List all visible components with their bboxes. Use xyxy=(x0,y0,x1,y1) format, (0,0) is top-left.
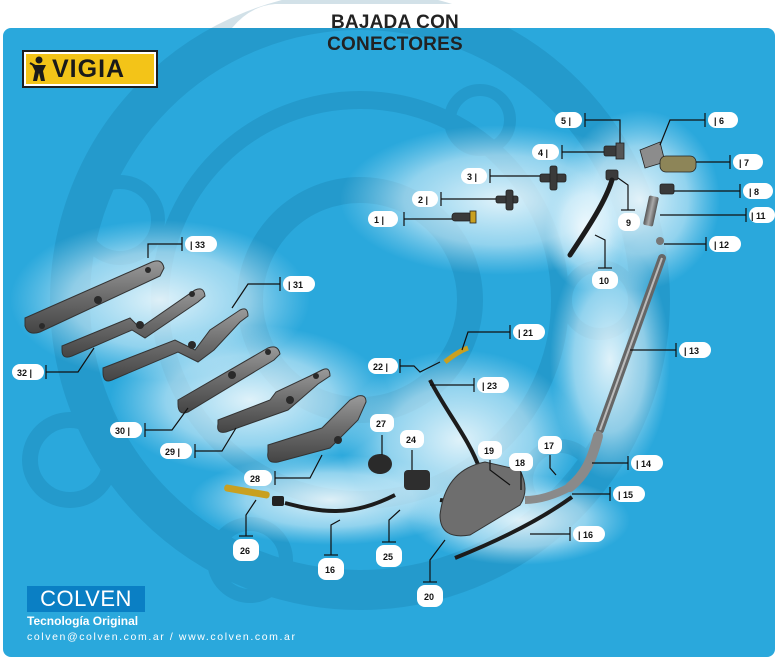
valve-part-27 xyxy=(368,454,392,474)
callout-12: | 12 xyxy=(714,240,729,250)
vigia-figure-icon xyxy=(26,54,52,84)
callout-10: 10 xyxy=(599,276,609,286)
callout-32: 32 | xyxy=(17,368,32,378)
colven-tagline: Tecnología Original xyxy=(27,614,139,628)
callout-16-right: | 16 xyxy=(578,530,593,540)
colven-logo: COLVEN xyxy=(27,586,145,612)
callout-22: 22 | xyxy=(373,362,388,372)
valve-part-24 xyxy=(404,470,430,490)
rod-part-11 xyxy=(643,195,659,227)
bracket-bolts xyxy=(39,267,342,444)
callout-14: | 14 xyxy=(636,459,651,469)
hose-part-10 xyxy=(567,177,615,258)
callout-11: | 11 xyxy=(751,211,766,221)
callout-24: 24 xyxy=(406,435,416,445)
callout-labels: 1 | 2 | 3 | 4 | 5 | | 6 | 7 | 8 9 10 | 1… xyxy=(12,112,775,607)
hose-part-16-left xyxy=(284,493,396,513)
callout-8: | 8 xyxy=(749,187,759,197)
callout-20: 20 xyxy=(424,592,434,602)
callout-4: 4 | xyxy=(538,148,548,158)
callout-16-left: 16 xyxy=(325,565,335,575)
callout-5: 5 | xyxy=(561,116,571,126)
hose-part-14 xyxy=(565,431,603,492)
hose-part-14b xyxy=(524,483,572,504)
ring-part-12 xyxy=(656,237,664,245)
fitting-part-26 xyxy=(224,484,270,499)
callout-30: 30 | xyxy=(115,426,130,436)
callout-6: | 6 xyxy=(714,116,724,126)
callout-9: 9 xyxy=(626,218,631,228)
vigia-logo: VIGIA xyxy=(22,50,158,88)
hose-part-16-right xyxy=(454,495,574,560)
callout-33: | 33 xyxy=(190,240,205,250)
callout-13: | 13 xyxy=(684,346,699,356)
callout-29: 29 | xyxy=(165,447,180,457)
colven-contact-link[interactable]: colven@colven.com.ar / www.colven.com.ar xyxy=(27,631,297,643)
page-title: BAJADA CON CONECTORES xyxy=(327,12,463,55)
nut-part xyxy=(272,496,284,506)
callout-28: 28 xyxy=(250,474,260,484)
callout-1: 1 | xyxy=(374,215,384,225)
callout-3: 3 | xyxy=(467,172,477,182)
callout-7: | 7 xyxy=(739,158,749,168)
callout-25: 25 xyxy=(383,552,393,562)
bracket-parts xyxy=(24,260,367,463)
vigia-logo-text: VIGIA xyxy=(52,54,126,83)
callout-15: | 15 xyxy=(618,490,633,500)
callout-23: | 23 xyxy=(482,381,497,391)
connector-part-21 xyxy=(443,345,469,364)
callout-21: | 21 xyxy=(518,328,533,338)
callout-17: 17 xyxy=(544,441,554,451)
callout-27: 27 xyxy=(376,419,386,429)
callout-26: 26 xyxy=(240,546,250,556)
callout-19: 19 xyxy=(484,446,494,456)
callout-18: 18 xyxy=(515,458,525,468)
rod-part-13-highlight xyxy=(599,257,663,431)
callout-2: 2 | xyxy=(418,195,428,205)
callout-31: | 31 xyxy=(288,280,303,290)
